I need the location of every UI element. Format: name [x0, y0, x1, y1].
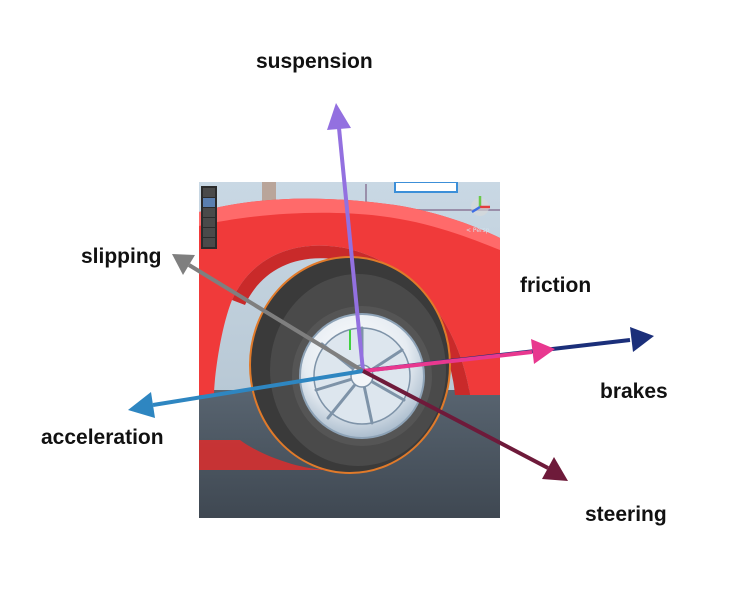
hand-tool-icon[interactable] [203, 188, 215, 197]
transform-tool-icon[interactable] [203, 238, 215, 247]
brakes-label: brakes [600, 380, 668, 403]
steering-label: steering [585, 503, 667, 526]
acceleration-label: acceleration [41, 426, 164, 449]
suspension-arrow [327, 103, 365, 372]
move-tool-icon[interactable] [203, 198, 215, 207]
editor-toolbar [201, 186, 217, 249]
friction-arrow [362, 339, 555, 373]
suspension-label: suspension [256, 50, 373, 73]
friction-label: friction [520, 274, 592, 297]
steering-arrow [362, 369, 568, 481]
rotate-tool-icon[interactable] [203, 208, 215, 217]
acceleration-arrow [128, 369, 364, 418]
rect-tool-icon[interactable] [203, 228, 215, 237]
orientation-gizmo-icon[interactable] [471, 196, 490, 216]
gizmo-label: < Persp [466, 227, 490, 234]
scale-tool-icon[interactable] [203, 218, 215, 227]
slipping-arrow [172, 254, 365, 373]
slipping-label: slipping [81, 245, 162, 268]
force-arrows [128, 103, 654, 481]
